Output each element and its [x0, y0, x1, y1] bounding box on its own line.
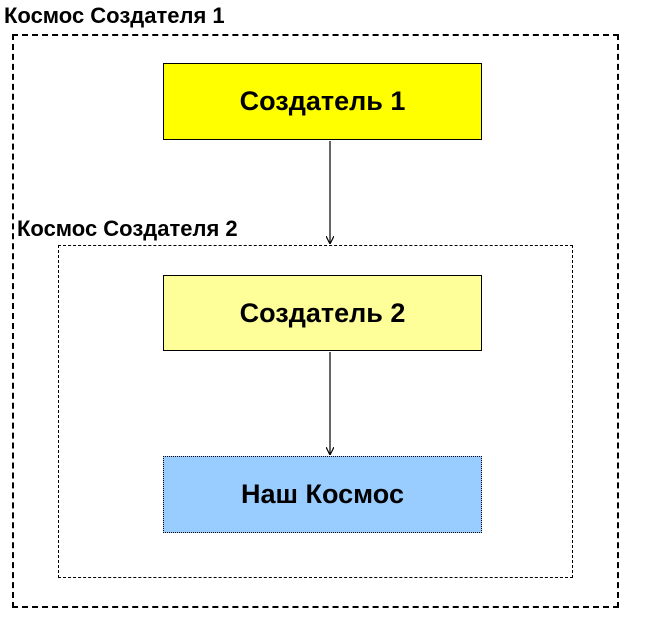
outer-cosmos-label: Космос Создателя 1	[4, 3, 225, 28]
outer-cosmos-frame	[12, 34, 619, 608]
creator-2-label: Создатель 2	[239, 297, 406, 328]
our-cosmos-node: Наш Космос	[163, 456, 482, 533]
our-cosmos-label: Наш Космос	[241, 479, 404, 509]
inner-cosmos-label: Космос Создателя 2	[17, 216, 238, 241]
inner-cosmos-frame	[58, 245, 573, 578]
creator-1-node: Создатель 1	[163, 63, 482, 140]
creator-2-node: Создатель 2	[163, 275, 482, 351]
creator-1-label: Создатель 1	[239, 86, 406, 116]
